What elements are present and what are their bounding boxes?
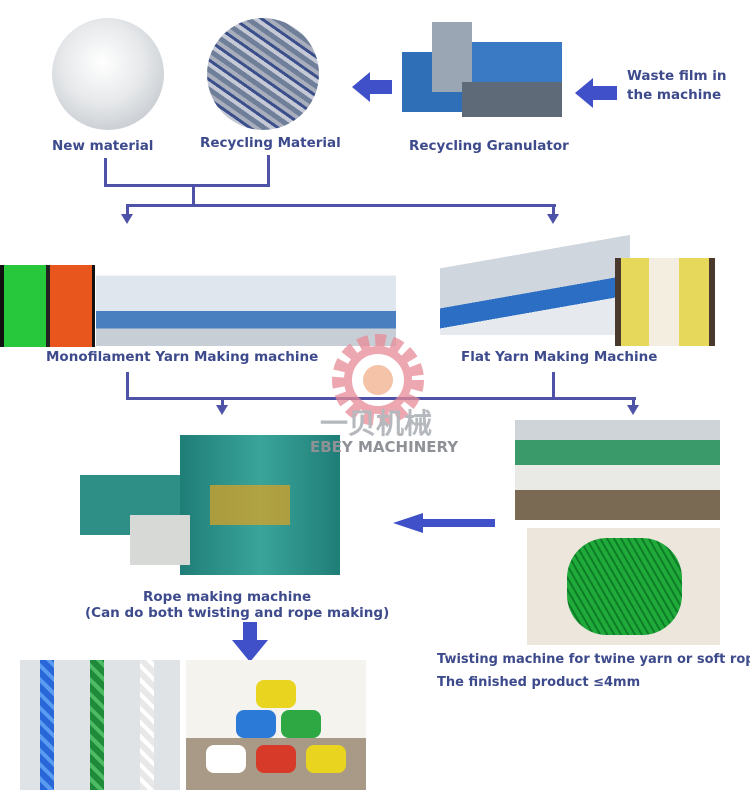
twisting-line-1: Twisting machine for twine yarn or soft … — [437, 652, 750, 667]
arrow-down-icon — [216, 405, 228, 415]
rope-bundles-image — [186, 660, 366, 790]
green-twine-image — [527, 528, 720, 645]
connector-line — [267, 155, 270, 186]
gear-icon — [332, 334, 424, 426]
connector-line — [632, 397, 635, 407]
connector-line — [552, 204, 555, 216]
twisting-machine-image — [515, 420, 720, 520]
rope-closeup-image — [20, 660, 180, 790]
rope-machine-subtitle: (Can do both twisting and rope making) — [85, 605, 390, 621]
waste-film-label: Waste film in the machine — [627, 67, 727, 105]
rope-machine-title: Rope making machine — [143, 589, 312, 605]
flat-yarn-bobbins-image — [615, 258, 715, 346]
twisting-line-2: The finished product ≤4mm — [437, 675, 641, 690]
arrow-left-icon — [352, 72, 392, 102]
arrow-left-icon — [575, 78, 617, 108]
watermark-logo — [328, 330, 428, 430]
monofilament-label: Monofilament Yarn Making machine — [46, 349, 319, 365]
recycling-granulator-label: Recycling Granulator — [409, 138, 569, 154]
arrow-down-icon — [232, 622, 268, 662]
recycling-granulator-image — [402, 22, 570, 130]
arrow-down-icon — [121, 214, 133, 224]
monofilament-machine-image — [96, 258, 396, 346]
yarn-spools-image — [0, 265, 95, 347]
new-material-image — [52, 18, 164, 130]
flat-yarn-machine-image — [440, 235, 630, 335]
connector-line — [126, 372, 129, 399]
watermark-chinese: 一贝机械 — [320, 407, 433, 440]
connector-line — [104, 158, 107, 186]
waste-film-line-2: the machine — [627, 87, 722, 103]
waste-film-line-1: Waste film in — [627, 68, 727, 84]
recycling-material-image — [207, 18, 319, 130]
connector-line — [126, 397, 636, 400]
flat-yarn-label: Flat Yarn Making Machine — [461, 349, 658, 365]
watermark-english: EBEY MACHINERY — [310, 438, 459, 456]
connector-line — [126, 204, 556, 207]
arrow-left-icon — [393, 513, 495, 533]
connector-line — [126, 204, 129, 216]
new-material-label: New material — [52, 138, 154, 154]
arrow-down-icon — [627, 405, 639, 415]
connector-line — [104, 184, 270, 187]
arrow-down-icon — [547, 214, 559, 224]
rope-making-machine-image — [70, 435, 350, 580]
connector-line — [192, 184, 195, 204]
connector-line — [552, 372, 555, 399]
connector-line — [221, 397, 224, 407]
recycling-material-label: Recycling Material — [200, 135, 341, 151]
